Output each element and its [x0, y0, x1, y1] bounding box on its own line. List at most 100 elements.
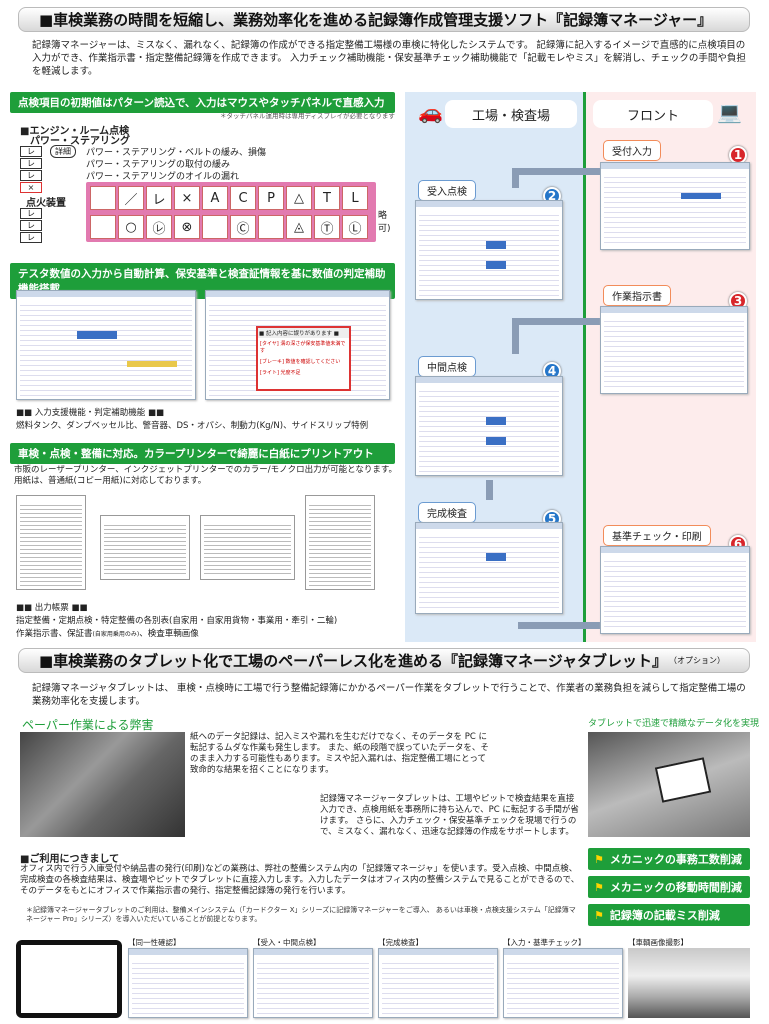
benefit-item: ⚑ メカニックの事務工数削減 — [588, 848, 750, 870]
step3-label: 作業指示書 — [603, 285, 671, 306]
factory-title: 工場・検査場 — [471, 108, 550, 124]
step3-screen — [600, 306, 748, 394]
usage-note: ＊記録簿マネージャータブレットのご利用は、整備メインシステム（「カードクター X… — [26, 906, 576, 923]
keypad-key[interactable]: P — [258, 186, 284, 210]
thumb-tablet — [16, 940, 122, 1018]
front-title: フロント — [626, 108, 679, 124]
keypad-key[interactable]: Ⓣ — [314, 215, 340, 239]
output-caption3-text: 作業指示書、保証書 — [16, 629, 93, 639]
thumb-screen — [253, 948, 373, 1018]
output-caption3-end: 、検査車輌画像 — [139, 629, 199, 639]
keypad-key[interactable]: ㋹ — [146, 215, 172, 239]
flag-icon: ⚑ — [594, 881, 604, 894]
detail-button[interactable]: 詳細 — [50, 145, 76, 158]
car-icon: 🚗 — [418, 100, 443, 124]
keypad-key[interactable] — [90, 215, 116, 239]
output-caption3: 作業指示書、保証書(自家用乗用のみ)、検査車輌画像 — [16, 629, 199, 640]
step5-label: 完成検査 — [418, 502, 476, 523]
paper-text: 紙へのデータ記録は、記入ミスや漏れを生むだけでなく、そのデータを PC に転記す… — [190, 732, 489, 775]
step4-screen — [415, 376, 563, 476]
tablet-header-text: ■車検業務のタブレット化で工場のペーパーレス化を進める『記録簿マネージャタブレッ… — [39, 652, 667, 670]
engine-photo — [20, 732, 185, 837]
error-popup-line: [ライト] 光度不足 — [260, 370, 301, 376]
check-box-error[interactable]: × — [20, 182, 42, 193]
keypad-key[interactable]: Ⓒ — [230, 215, 256, 239]
tester-screen-2: ■ 記入内容に誤りがあります ■ [タイヤ] 溝の深さが保安基準値未満です [ブ… — [205, 290, 390, 400]
intro-text: 記録簿マネージャーは、ミスなく、漏れなく、記録簿の作成ができる指定整備工場様の車… — [32, 40, 746, 77]
keypad-key[interactable]: L — [342, 186, 368, 210]
section3-bar: 車検・点検・整備に対応。カラープリンターで綺麗に白紙にプリントアウト — [10, 443, 395, 464]
keypad-key[interactable]: ／ — [118, 186, 144, 210]
step4-label: 中間点検 — [418, 356, 476, 377]
check-box[interactable]: レ — [20, 220, 42, 231]
benefit-list: ⚑ メカニックの事務工数削減 ⚑メカニックの移動時間削減 ⚑記録簿の記載ミス削減 — [588, 848, 750, 926]
inspection-sample: ■エンジン・ルーム点検 パワー・ステアリング レ レ レ × 詳細 パワー・ステ… — [18, 118, 398, 243]
thumb-label: 【受入・中間点検】 — [253, 938, 321, 947]
benefit-text: メカニックの事務工数削減 — [609, 853, 742, 866]
power-steering-heading: パワー・ステアリング — [30, 136, 130, 147]
thumb-screen — [503, 948, 623, 1018]
keypad-key[interactable]: ○ — [118, 215, 144, 239]
flow-arrow — [518, 622, 600, 629]
inspection-item: パワー・ステアリング・ベルトの緩み、損傷 — [86, 148, 267, 158]
printer-text: 市販のレーザープリンター、インクジェットプリンターでのカラー/モノクロ出力が可能… — [14, 465, 397, 486]
keypad-key[interactable] — [90, 186, 116, 210]
tablet-header: ■車検業務のタブレット化で工場のペーパーレス化を進める『記録簿マネージャタブレッ… — [18, 648, 750, 673]
keypad-key[interactable]: △ — [286, 186, 312, 210]
printed-form — [16, 495, 86, 590]
flag-icon: ⚑ — [594, 853, 604, 866]
usage-text: オフィス内で行う入庫受付や納品書の発行(印刷)などの業務は、弊社の整備システム内… — [20, 864, 580, 896]
thumb-label: 【同一性確認】 — [128, 938, 181, 947]
keypad-key[interactable]: × — [174, 186, 200, 210]
keypad-key[interactable]: T — [314, 186, 340, 210]
thumb-label: 【入力・基準チェック】 — [503, 938, 586, 947]
check-box[interactable]: レ — [20, 158, 42, 169]
check-box[interactable]: レ — [20, 232, 42, 243]
flag-icon: ⚑ — [594, 909, 604, 922]
front-title-box: フロント — [593, 100, 713, 128]
tablet-title: タブレットで迅速で精緻なデータ化を実現 — [588, 719, 760, 729]
keypad-key[interactable] — [258, 215, 284, 239]
paper-text2: 記録簿マネージャータブレットは、工場やピットで検査結果を直接入力でき、点検用紙を… — [320, 794, 579, 837]
thumb-label: 【車輌画像撮影】 — [628, 938, 688, 947]
tablet-photo — [588, 732, 750, 837]
flow-divider — [583, 92, 586, 642]
step5-screen — [415, 522, 563, 614]
step6-screen — [600, 546, 750, 634]
error-popup: ■ 記入内容に誤りがあります ■ [タイヤ] 溝の深さが保安基準値未満です [ブ… — [256, 326, 351, 391]
output-caption: ■■ 出力帳票 ■■ — [16, 603, 88, 613]
keypad-key[interactable]: A — [202, 186, 228, 210]
keypad-key[interactable]: ◬ — [286, 215, 312, 239]
keypad-side-text: 略可) — [378, 211, 391, 234]
flow-arrow — [518, 318, 600, 325]
keypad-key[interactable]: レ — [146, 186, 172, 210]
printed-form — [200, 515, 295, 580]
input-support-caption: ■■ 入力支援機能・判定補助機能 ■■ — [16, 408, 165, 418]
step2-label: 受入点検 — [418, 180, 476, 201]
benefit-item: ⚑メカニックの移動時間削減 — [588, 876, 750, 898]
step6-label: 基準チェック・印刷 — [603, 525, 711, 546]
tablet-header-small: （オプション） — [668, 656, 725, 665]
keypad-key[interactable]: C — [230, 186, 256, 210]
step1-screen — [600, 162, 750, 250]
benefit-item: ⚑記録簿の記載ミス削減 — [588, 904, 750, 926]
check-box[interactable]: レ — [20, 208, 42, 219]
check-box[interactable]: レ — [20, 170, 42, 181]
keypad-key[interactable] — [202, 215, 228, 239]
flow-arrow — [512, 168, 519, 188]
factory-title-box: 工場・検査場 — [445, 100, 577, 128]
tablet-intro: 記録簿マネージャタブレットは、 車検・点検時に工場で行う整備記録簿にかかるペーパ… — [32, 683, 746, 707]
step1-label: 受付入力 — [603, 140, 661, 161]
check-box[interactable]: レ — [20, 146, 42, 157]
input-support-caption2: 燃料タンク、ダンプベッセル比、警音器、DS・オパシ、制動力(Kg/N)、サイドス… — [16, 421, 369, 431]
keypad-key[interactable]: ⊗ — [174, 215, 200, 239]
section1-bar: 点検項目の初期値はパターン読込で、入力はマウスやタッチパネルで直感入力 — [10, 92, 395, 113]
output-caption2: 指定整備・定期点検・特定整備の各別表(自家用・自家用貨物・事業用・牽引・二輪) — [16, 616, 338, 626]
main-header-text: ■車検業務の時間を短縮し、業務効率化を進める記録簿作成管理支援ソフト『記録簿マネ… — [39, 11, 713, 29]
thumb-screen — [378, 948, 498, 1018]
thumb-screen — [128, 948, 248, 1018]
keypad-key[interactable]: Ⓛ — [342, 215, 368, 239]
